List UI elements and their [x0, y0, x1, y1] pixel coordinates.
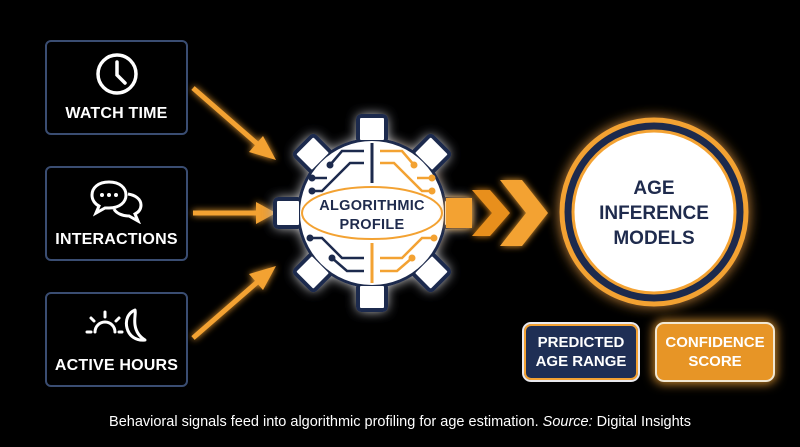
- badge-line-1: PREDICTED: [537, 334, 625, 351]
- caption-source-label: Source:: [542, 414, 593, 430]
- input-label: INTERACTIONS: [55, 231, 178, 248]
- arrow-to-models: [446, 180, 548, 246]
- circle-line-2: INFERENCE: [599, 203, 709, 224]
- gear-line-1: ALGORITHMIC: [319, 198, 425, 214]
- arrow-interactions: [193, 202, 276, 224]
- badge-line-2: AGE RANGE: [535, 353, 627, 370]
- circle-line-3: MODELS: [613, 228, 695, 249]
- input-watch-time: WATCH TIME: [45, 40, 188, 135]
- circle-line-1: AGE: [633, 178, 675, 199]
- sun-moon-icon: [85, 304, 149, 353]
- clock-icon: [95, 52, 139, 101]
- input-active-hours: ACTIVE HOURS: [45, 292, 188, 387]
- algorithmic-profile-label: ALGORITHMIC PROFILE: [292, 197, 452, 235]
- gear-icon: [273, 114, 471, 312]
- badge-line-2: SCORE: [688, 353, 742, 370]
- arrow-active-hours: [191, 266, 276, 340]
- age-models-circle: [559, 117, 749, 307]
- chat-bubbles-icon: [89, 178, 145, 229]
- arrow-watch-time: [191, 86, 276, 160]
- gear-line-2: PROFILE: [339, 217, 405, 233]
- caption-source-value: Digital Insights: [592, 414, 691, 430]
- badge-line-1: CONFIDENCE: [665, 334, 765, 351]
- figure-caption: Behavioral signals feed into algorithmic…: [0, 414, 800, 430]
- input-label: WATCH TIME: [65, 105, 168, 122]
- input-label: ACTIVE HOURS: [54, 357, 179, 374]
- caption-text: Behavioral signals feed into algorithmic…: [109, 414, 543, 430]
- confidence-score-badge: CONFIDENCE SCORE: [655, 322, 775, 382]
- predicted-age-range-badge: PREDICTED AGE RANGE: [522, 322, 640, 382]
- input-interactions: INTERACTIONS: [45, 166, 188, 261]
- age-models-label: AGE INFERENCE MODELS: [578, 176, 730, 251]
